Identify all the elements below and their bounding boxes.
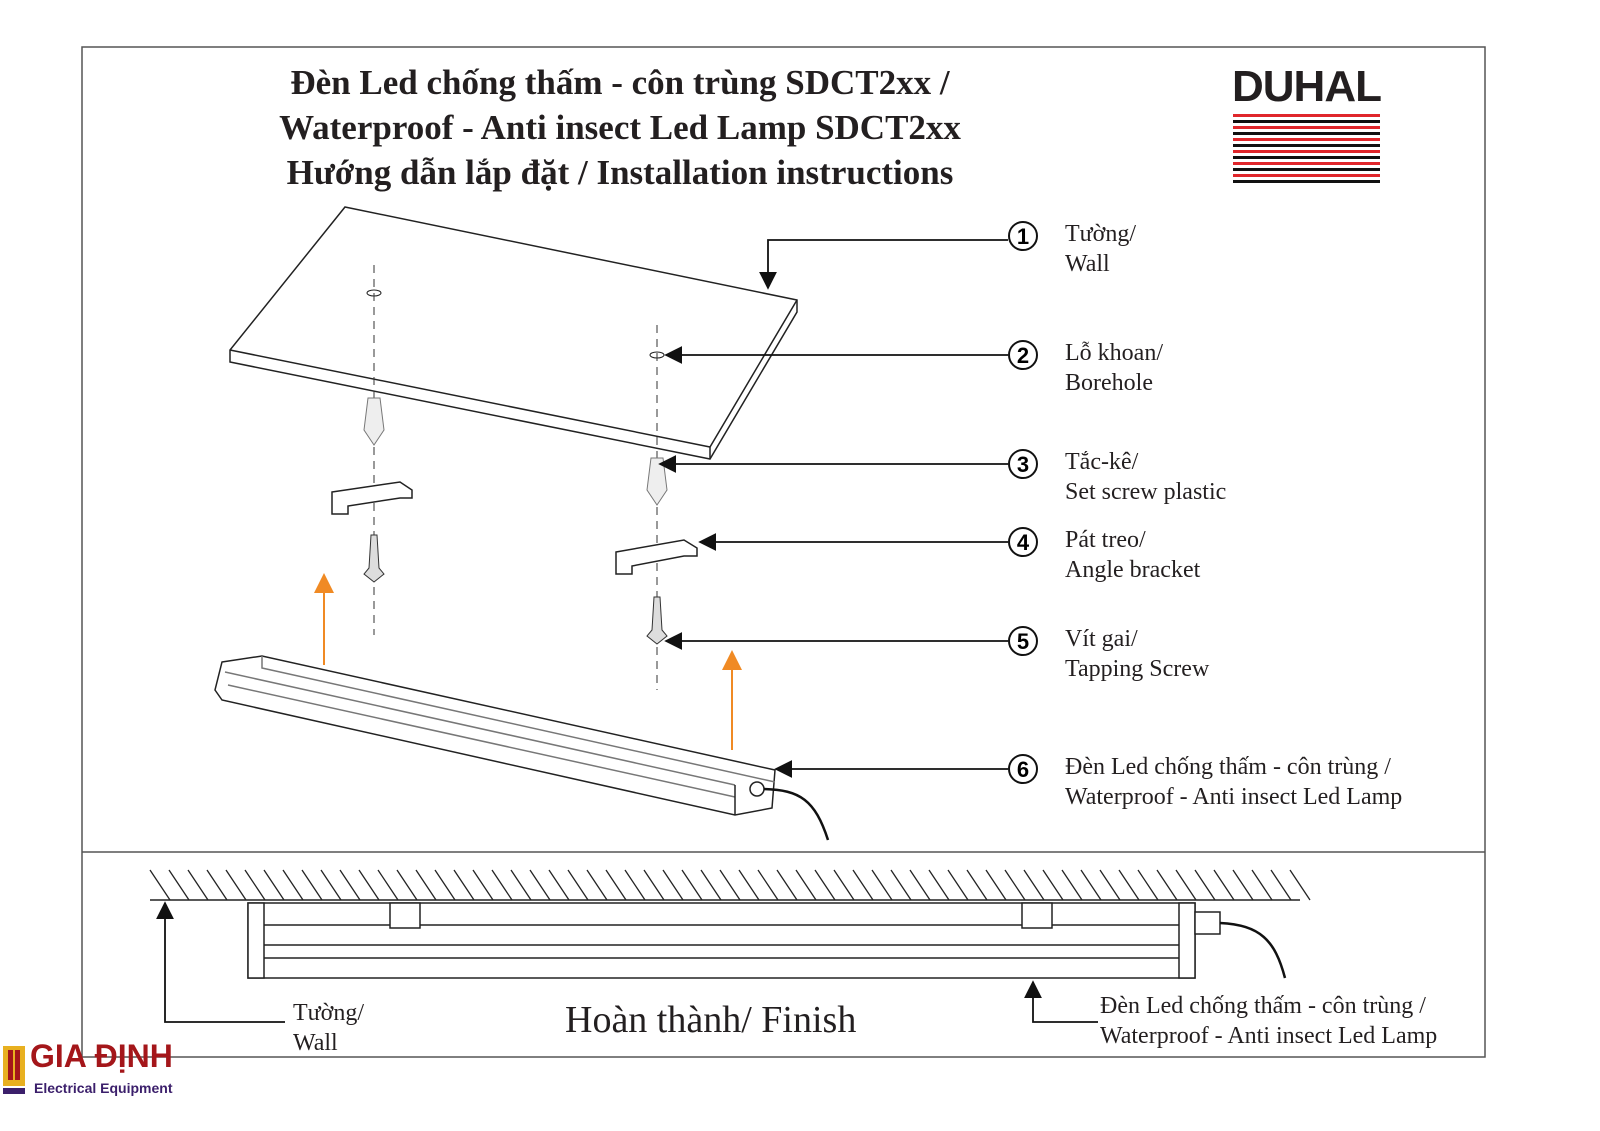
svg-text:4: 4 bbox=[1017, 530, 1030, 555]
callout-label-5: Vít gai/Tapping Screw bbox=[1065, 626, 1210, 682]
title-line-1: Đèn Led chống thấm - côn trùng SDCT2xx / bbox=[290, 63, 950, 102]
svg-text:2: 2 bbox=[1017, 343, 1029, 368]
mounting-direction-arrows bbox=[314, 573, 742, 750]
callout-number-2: 2 bbox=[1008, 340, 1038, 370]
callout-label-3: Tắc-kê/Set screw plastic bbox=[1065, 449, 1227, 505]
angle-brackets bbox=[331, 481, 698, 575]
title-line-2: Waterproof - Anti insect Led Lamp SDCT2x… bbox=[279, 108, 961, 147]
callout-number-1: 1 bbox=[1008, 221, 1038, 251]
finish-wall-label: Tường/Wall bbox=[293, 1000, 365, 1056]
led-lamp-installed bbox=[247, 902, 1287, 979]
title-line-3: Hướng dẫn lắp đặt / Installation instruc… bbox=[286, 153, 954, 192]
callout-number-3: 3 bbox=[1008, 449, 1038, 479]
callout-label-1: Tường/Wall bbox=[1065, 221, 1137, 277]
callout-label-4: Pát treo/Angle bracket bbox=[1065, 527, 1201, 583]
ceiling-hatch bbox=[149, 869, 1311, 901]
svg-text:1: 1 bbox=[1017, 224, 1029, 249]
svg-text:6: 6 bbox=[1017, 757, 1029, 782]
wall-plate bbox=[229, 206, 798, 460]
svg-text:3: 3 bbox=[1017, 452, 1029, 477]
callout-number-6: 6 bbox=[1008, 754, 1038, 784]
finish-title: Hoàn thành/ Finish bbox=[565, 999, 857, 1041]
document-title: Đèn Led chống thấm - côn trùng SDCT2xx /… bbox=[160, 60, 1080, 195]
callout-label-2: Lỗ khoan/Borehole bbox=[1065, 340, 1163, 396]
gia-dinh-logo-icon bbox=[3, 1046, 25, 1094]
frame bbox=[81, 46, 1486, 1058]
tapping-screws bbox=[363, 534, 668, 645]
callout-number-5: 5 bbox=[1008, 626, 1038, 656]
watermark-name: GIA ĐỊNH bbox=[30, 1038, 173, 1074]
watermark-sub: Electrical Equipment bbox=[34, 1080, 173, 1096]
finish-lamp-label: Đèn Led chống thấm - côn trùng /Waterpro… bbox=[1100, 993, 1438, 1049]
callout-label-6: Đèn Led chống thấm - côn trùng /Waterpro… bbox=[1065, 754, 1403, 810]
callout-leaders bbox=[658, 239, 1008, 778]
brand-name: DUHAL bbox=[1232, 62, 1382, 111]
callout-number-4: 4 bbox=[1008, 527, 1038, 557]
led-lamp-exploded bbox=[214, 655, 830, 841]
svg-text:5: 5 bbox=[1017, 629, 1029, 654]
duhal-led-logo bbox=[1233, 112, 1380, 184]
